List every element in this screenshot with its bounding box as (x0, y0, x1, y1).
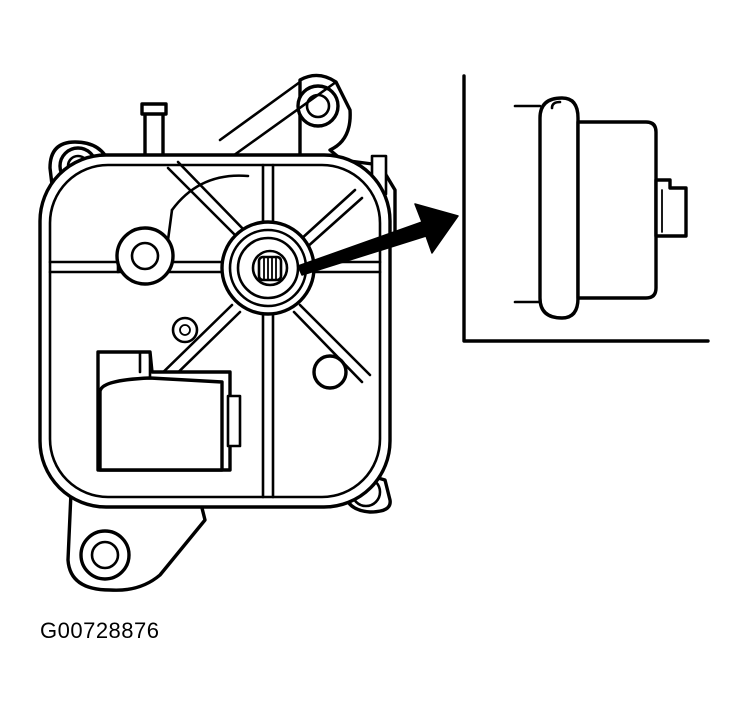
pointer-arrow-icon (297, 203, 459, 276)
motor-body (96, 350, 242, 472)
actuator-shaft-detail-icon (513, 96, 688, 320)
actuator-assembly-icon (38, 73, 397, 592)
figure-code: G00728876 (40, 618, 160, 643)
internal-cam (166, 174, 250, 242)
right-hole (312, 354, 348, 390)
left-boss (115, 226, 175, 286)
screw-boss (171, 316, 199, 344)
detail-inset-frame (462, 74, 710, 343)
